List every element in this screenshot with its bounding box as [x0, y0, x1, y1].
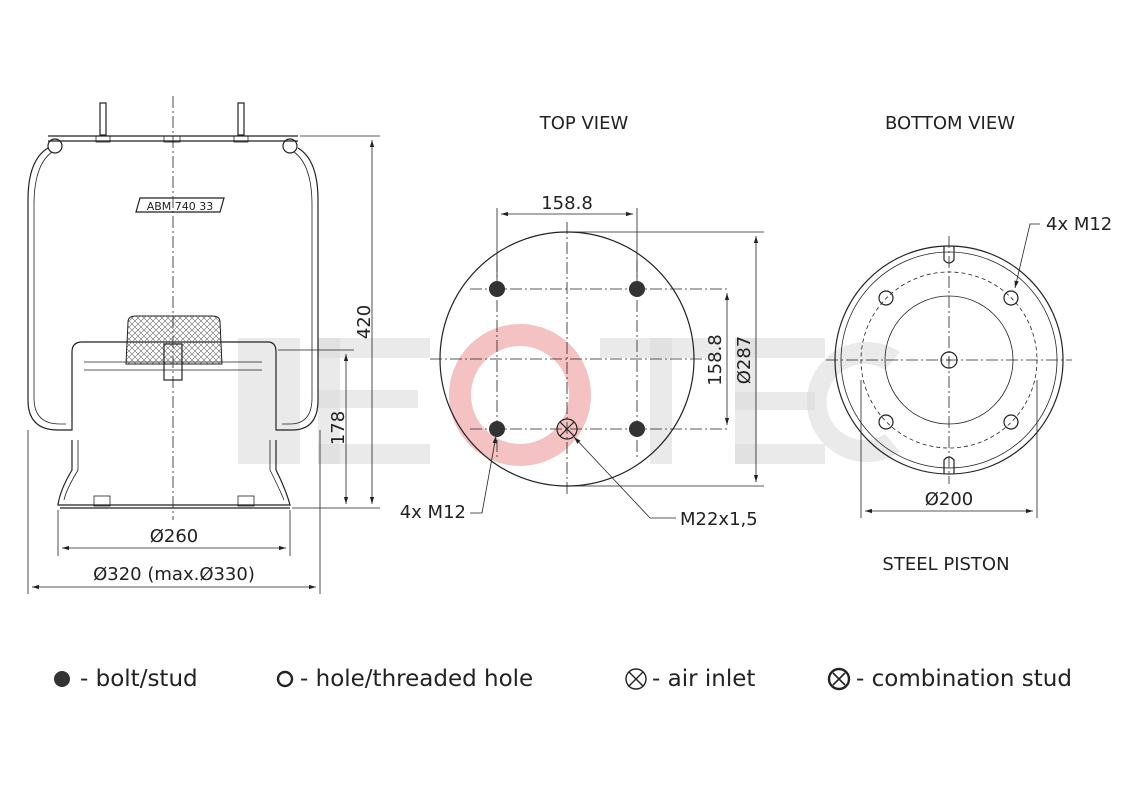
- dim-bellow-dia: Ø320 (max.Ø330): [93, 564, 255, 585]
- bolt-top-left: [489, 281, 505, 297]
- legend-label: - bolt/stud: [80, 666, 198, 692]
- hole-icon: [276, 670, 294, 688]
- label-plate-text: ABM 740 33: [147, 200, 214, 213]
- bolt-bottom-left: [489, 421, 505, 437]
- hole-label: 4x M12: [1046, 214, 1112, 235]
- bottom-view: BOTTOM VIEW 4x M12 Ø200 STEEL PISTON: [826, 113, 1112, 575]
- dim-height-total: 420: [354, 305, 375, 339]
- bolt-top-right: [629, 281, 645, 297]
- bellow-right: [275, 147, 319, 431]
- bellow-left: [27, 147, 73, 431]
- hole-top-left: [878, 290, 894, 306]
- legend-label: - hole/threaded hole: [300, 666, 533, 692]
- air-inlet-icon: [625, 668, 647, 690]
- top-view: TOP VIEW 158.8 158.8 Ø287 4x M12 M22: [400, 113, 764, 530]
- label-plate: [135, 197, 225, 213]
- hole-bottom-right: [1003, 414, 1019, 430]
- inlet-label: M22x1,5: [680, 509, 758, 530]
- air-inlet-mark: [556, 418, 578, 440]
- legend-item-combination: - combination stud: [827, 666, 1072, 692]
- dim-horizontal: 158.8: [541, 193, 593, 214]
- top-stud-right: [237, 102, 245, 136]
- legend-item-inlet: - air inlet: [625, 666, 755, 692]
- dim-vertical: 158.8: [705, 334, 726, 386]
- dim-outer: Ø287: [734, 336, 755, 385]
- top-stud-left: [99, 102, 107, 136]
- legend: - bolt/stud - hole/threaded hole - air i…: [54, 666, 1072, 692]
- bolt-bottom-right: [629, 421, 645, 437]
- legend-item-hole: - hole/threaded hole: [276, 666, 533, 692]
- brand-watermark: [238, 324, 900, 466]
- legend-item-bolt: - bolt/stud: [54, 666, 198, 692]
- top-view-title: TOP VIEW: [539, 113, 629, 134]
- combination-stud-icon: [827, 667, 851, 691]
- legend-label: - air inlet: [652, 666, 755, 692]
- hole-top-right: [1003, 290, 1019, 306]
- dim-dia: Ø200: [925, 489, 974, 510]
- bolt-label: 4x M12: [400, 502, 466, 523]
- bottom-view-title: BOTTOM VIEW: [885, 113, 1015, 134]
- bumper-stop: [125, 315, 223, 365]
- bottom-view-subtitle: STEEL PISTON: [882, 554, 1009, 575]
- piston-body: [57, 440, 291, 506]
- bolt-stud-icon: [54, 671, 70, 687]
- hole-bottom-left: [878, 414, 894, 430]
- dim-piston-dia: Ø260: [150, 526, 199, 547]
- legend-label: - combination stud: [856, 666, 1072, 692]
- dim-height-piston: 178: [328, 411, 349, 445]
- side-view: ABM 740 33 420 178 Ø260 Ø320 (max.Ø330): [27, 96, 380, 594]
